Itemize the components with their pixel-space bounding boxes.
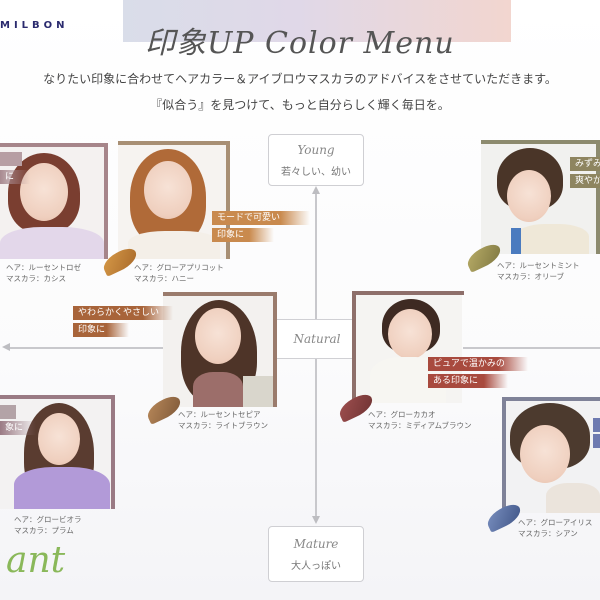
axis-horizontal-right [463, 347, 600, 349]
hair-color-name: ヘア：グローアプリコット [134, 263, 224, 272]
card-caption: ヘア：グローカカオ マスカラ：ミディアムブラウン [368, 409, 472, 431]
mascara-name: マスカラ：ハニー [134, 274, 194, 283]
card-frame [352, 291, 464, 403]
mascara-name: マスカラ：シアン [518, 529, 578, 538]
axis-vertical-top [315, 190, 317, 320]
impression-tag-1: みずみ [570, 157, 600, 171]
title-gradient-band [123, 0, 511, 42]
card-frame [0, 143, 108, 259]
arrow-down-icon [312, 516, 320, 524]
lead-text-2: 『似合う』を見つけて、もっと自分らしく輝く毎日を。 [150, 98, 450, 112]
impression-tag-1: モードで可愛い [212, 211, 310, 225]
mascara-name: マスカラ：オリーブ [497, 272, 565, 281]
brand-logo: MILBON [0, 20, 69, 31]
card-caption: ヘア：グローアイリス マスカラ：シアン [518, 517, 592, 539]
lead-text-1: なりたい印象に合わせてヘアカラー＆アイブロウマスカラのアドバイスをさせていただき… [43, 72, 557, 86]
model-photo [118, 145, 226, 259]
card-caption: ヘア：ルーセントロゼ マスカラ：カシス [6, 262, 81, 284]
axis-horizontal-left [8, 347, 168, 349]
card-caption: ヘア：ルーセントセピア マスカラ：ライトブラウン [178, 409, 268, 431]
page-title: 印象UP Color Menu [145, 26, 455, 61]
hair-color-name: ヘア：グローカカオ [368, 410, 436, 419]
hair-color-name: ヘア：ルーセントセピア [178, 410, 261, 419]
impression-tag-2: 爽やか [570, 174, 600, 188]
hair-color-name: ヘア：グローアイリス [518, 518, 593, 527]
hair-color-name: ヘア：グロービオラ [14, 515, 82, 524]
model-photo [163, 296, 273, 407]
impression-tag-2: ある印象に [428, 374, 508, 388]
card-frame [502, 397, 600, 513]
impression-tag-2: 印象に [73, 323, 129, 337]
model-photo [481, 144, 596, 254]
mascara-name: マスカラ：プラム [14, 526, 74, 535]
model-photo [506, 401, 600, 513]
card-caption: ヘア：グローアプリコット マスカラ：ハニー [134, 262, 224, 284]
arrow-left-icon [2, 343, 10, 351]
card-frame [163, 292, 277, 407]
impression-tag-2: 印象に [212, 228, 274, 242]
impression-tag-1: やわらかくやさしい [73, 306, 173, 320]
card-frame [0, 395, 115, 509]
impression-tag-2: 象に [0, 421, 36, 435]
impression-tag-1 [0, 152, 22, 166]
category-label: ant [6, 540, 66, 581]
hair-color-name: ヘア：ルーセントミント [497, 261, 580, 270]
card-frame [118, 141, 230, 259]
arrow-up-icon [312, 186, 320, 194]
axis-mature-en: Mature [293, 537, 339, 551]
axis-young-en: Young [297, 143, 335, 157]
axis-label-mature: Mature 大人っぽい [268, 526, 364, 582]
impression-tag-1 [593, 418, 600, 432]
impression-tag-1: ピュアで温かみの [428, 357, 528, 371]
mascara-name: マスカラ：ミディアムブラウン [368, 421, 472, 430]
mascara-name: マスカラ：カシス [6, 274, 66, 283]
mascara-name: マスカラ：ライトブラウン [178, 421, 268, 430]
hair-color-name: ヘア：ルーセントロゼ [6, 263, 81, 272]
axis-young-jp: 若々しい、幼い [281, 167, 351, 178]
impression-tag-2: に [0, 170, 30, 184]
card-caption: ヘア：グロービオラ マスカラ：プラム [14, 514, 82, 536]
model-photo [0, 399, 111, 509]
card-frame [481, 140, 600, 254]
card-caption: ヘア：ルーセントミント マスカラ：オリーブ [497, 260, 580, 282]
impression-tag-2 [593, 434, 600, 448]
axis-vertical-bottom [315, 358, 317, 518]
axis-mature-jp: 大人っぽい [291, 561, 341, 572]
impression-tag-1 [0, 405, 16, 419]
axis-label-young: Young 若々しい、幼い [268, 134, 364, 186]
axis-label-natural: Natural [277, 319, 357, 359]
